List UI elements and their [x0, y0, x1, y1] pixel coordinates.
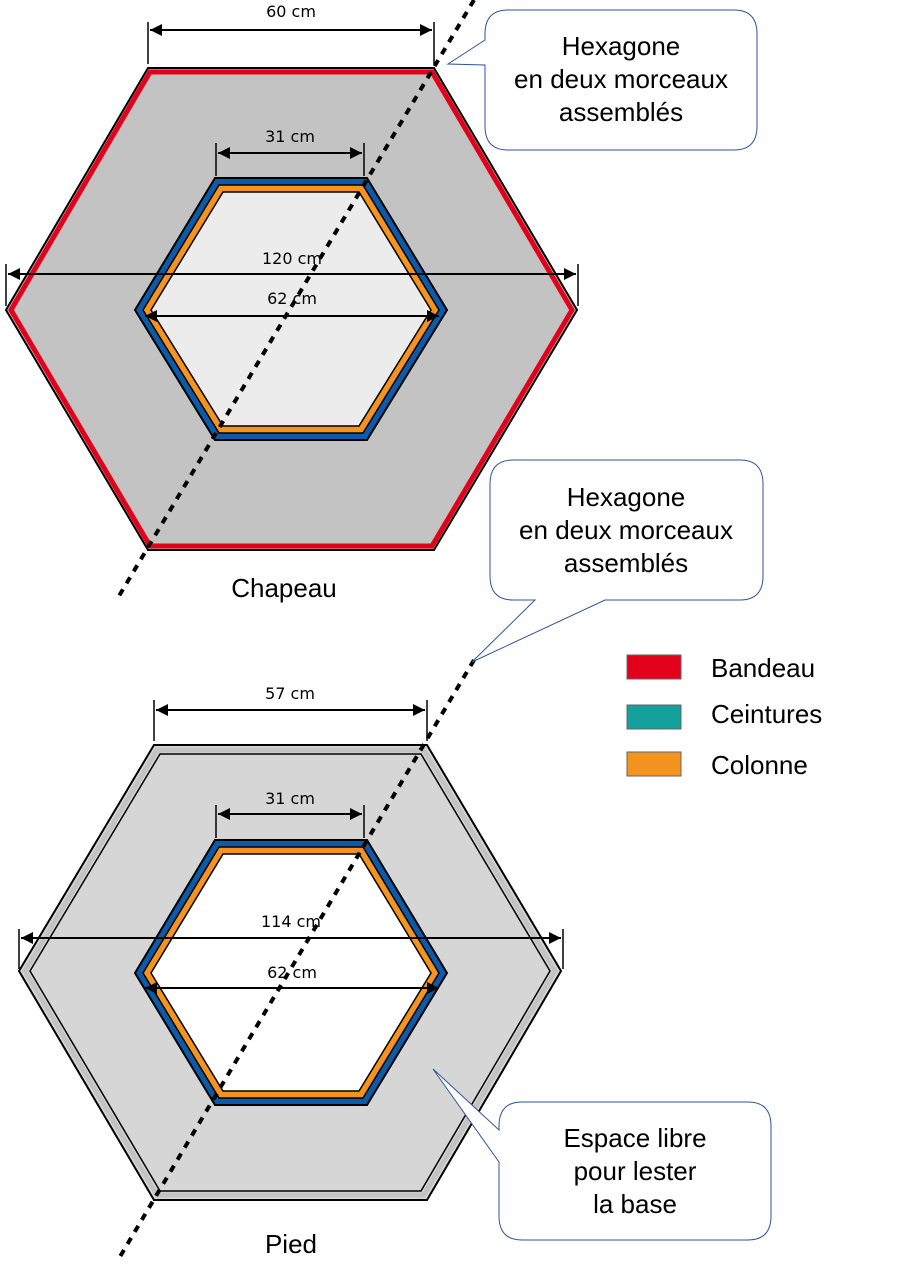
pied-edge-inner-line	[29, 753, 551, 1192]
legend: Bandeau Ceintures Colonne	[626, 653, 822, 780]
legend-label-colonne: Colonne	[711, 750, 808, 780]
chapeau-dim-top-outer-label: 60 cm	[266, 2, 316, 21]
legend-swatch-ceintures	[626, 704, 682, 730]
callout-bottom-line-3: la base	[593, 1189, 677, 1219]
pied-title: Pied	[265, 1229, 317, 1259]
legend-swatch-colonne	[626, 751, 682, 777]
callout-middle-line-3: assemblés	[564, 548, 688, 578]
pied-split-line	[116, 658, 476, 1262]
chapeau-dim-width-outer-label: 120 cm	[262, 249, 322, 268]
pied-dim-width-outer-label: 114 cm	[261, 912, 321, 931]
chapeau-split-line	[117, 0, 476, 598]
pied-dim-width-inner-label: 62 cm	[267, 963, 317, 982]
pied-dim-top-inner-label: 31 cm	[265, 789, 315, 808]
callout-bottom-line-1: Espace libre	[563, 1123, 706, 1153]
chapeau-title: Chapeau	[231, 573, 337, 603]
chapeau-group: 60 cm 31 cm 120 cm 62 cm Chapeau	[4, 2, 579, 603]
callout-top: Hexagone en deux morceaux assemblés	[446, 9, 758, 151]
callout-middle: Hexagone en deux morceaux assemblés	[471, 459, 764, 663]
callout-middle-line-2: en deux morceaux	[519, 515, 733, 545]
pied-group: 57 cm 31 cm 114 cm 62 cm Pied	[17, 684, 564, 1259]
legend-label-bandeau: Bandeau	[711, 653, 815, 683]
chapeau-bandeau	[8, 69, 575, 549]
callout-middle-line-1: Hexagone	[567, 482, 686, 512]
chapeau-dim-top-inner-label: 31 cm	[265, 127, 315, 146]
callout-bottom: Espace libre pour lester la base	[432, 1068, 772, 1241]
legend-swatch-bandeau	[626, 654, 682, 680]
chapeau-dim-width-inner-label: 62 cm	[267, 289, 317, 308]
callout-bottom-line-2: pour lester	[574, 1156, 697, 1186]
callout-top-line-1: Hexagone	[562, 31, 681, 61]
legend-label-ceintures: Ceintures	[711, 699, 822, 729]
pied-outer-edge	[22, 747, 558, 1198]
callout-top-line-2: en deux morceaux	[514, 64, 728, 94]
pied-dim-top-outer-label: 57 cm	[265, 684, 315, 703]
callout-top-line-3: assemblés	[559, 97, 683, 127]
